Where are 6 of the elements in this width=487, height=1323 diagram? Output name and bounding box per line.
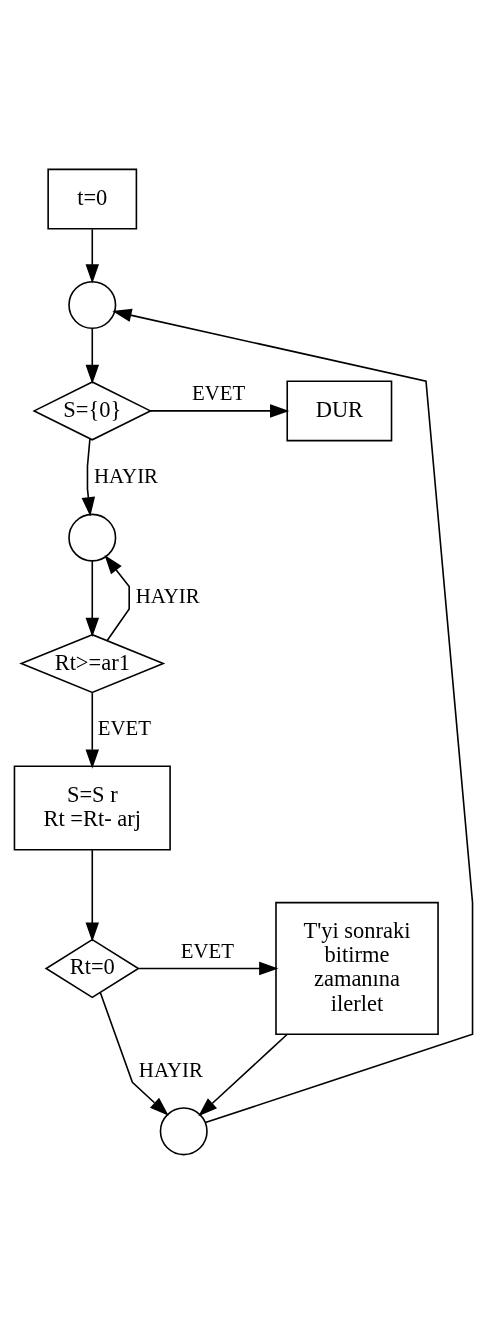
edge-label: HAYIR <box>135 583 200 608</box>
edge-label: EVET <box>97 715 151 740</box>
edge-label: HAYIR <box>93 463 159 488</box>
edge-label: HAYIR <box>138 1057 203 1082</box>
edge-label: EVET <box>180 938 234 963</box>
edge-label: EVET <box>192 380 246 405</box>
